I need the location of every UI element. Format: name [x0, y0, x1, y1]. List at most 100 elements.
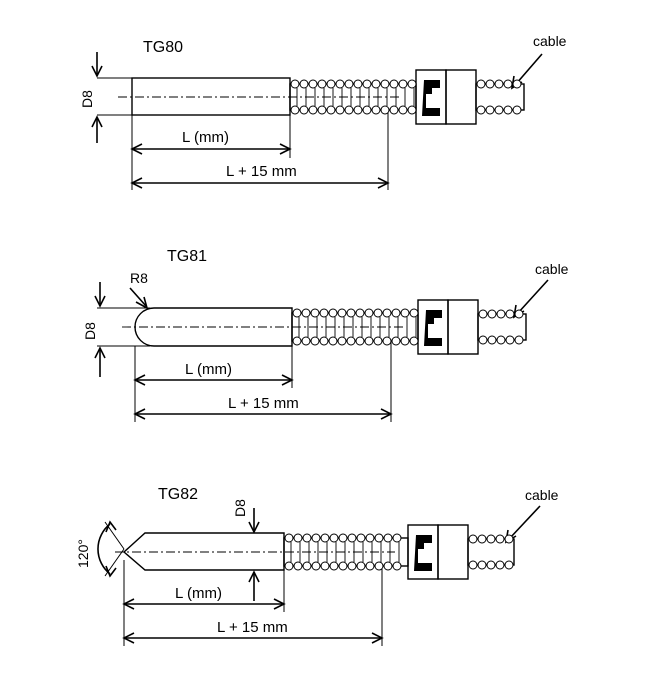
spring-coil [344, 105, 354, 115]
spring-coil [503, 105, 513, 115]
spring-coil [293, 561, 303, 571]
spring-coil [311, 533, 321, 543]
spring-coil [380, 79, 390, 89]
spring-coil [398, 79, 408, 89]
spring-coil [364, 308, 374, 318]
spring-coil [353, 105, 363, 115]
spring-coil [355, 308, 365, 318]
spring-coil [301, 308, 311, 318]
spring-coil [494, 105, 504, 115]
spring-coil [504, 560, 514, 570]
spring-coil [505, 309, 515, 319]
diameter-label: D8 [232, 499, 248, 517]
spring-coil [302, 561, 312, 571]
connector [415, 69, 525, 125]
spring-coil [487, 335, 497, 345]
spring-coil [485, 105, 495, 115]
spring-coil [383, 561, 393, 571]
spring-coil [362, 79, 372, 89]
diameter-dimension: D8 [79, 52, 132, 143]
spring-coil [344, 79, 354, 89]
spring-coil [337, 336, 347, 346]
spring-coil [326, 79, 336, 89]
clamp-icon [414, 535, 432, 571]
spring-coil [391, 308, 401, 318]
spring-coil [299, 79, 309, 89]
spring-coils [284, 79, 524, 571]
spring-coil [486, 534, 496, 544]
connector [417, 299, 527, 355]
spring-coil [290, 79, 300, 89]
total-length-label: L + 15 mm [226, 163, 297, 180]
spring-coil [486, 560, 496, 570]
knurled-nut [447, 299, 479, 355]
total-length-dimension: L + 15 mm [122, 566, 384, 646]
spring-coil [299, 105, 309, 115]
spring-coil [392, 533, 402, 543]
length-label: L (mm) [175, 585, 222, 602]
spring-coil [496, 335, 506, 345]
length-dimension: L (mm) [133, 346, 294, 422]
spring-coil [478, 335, 488, 345]
spring-coil [308, 79, 318, 89]
spring-coil [311, 561, 321, 571]
spring-coil [374, 533, 384, 543]
angle-label: 120° [75, 539, 91, 568]
spring-coil [485, 79, 495, 89]
sensor-tg82: TG82 D8 120° [75, 486, 559, 646]
spring-coil [284, 533, 294, 543]
spring-coil [380, 105, 390, 115]
spring-coil [328, 308, 338, 318]
spring-coil [328, 336, 338, 346]
probe-body [134, 307, 293, 347]
angle-dimension: 120° [75, 520, 125, 578]
total-length-dimension: L + 15 mm [133, 341, 393, 422]
spring-coil [503, 79, 513, 89]
spring-coil [496, 309, 506, 319]
spring-coil [365, 561, 375, 571]
spring-coil [335, 105, 345, 115]
spring-coil [356, 561, 366, 571]
spring-coil [373, 336, 383, 346]
diameter-label: D8 [82, 322, 98, 340]
spring-coil [514, 309, 524, 319]
spring-coil [365, 533, 375, 543]
spring-coil [389, 105, 399, 115]
spring-coil [364, 336, 374, 346]
spring-coil [495, 560, 505, 570]
model-label: TG81 [167, 248, 207, 265]
spring-coil [374, 561, 384, 571]
spring-coil [383, 533, 393, 543]
connector [407, 524, 515, 580]
spring-coil [320, 561, 330, 571]
total-length-label: L + 15 mm [228, 395, 299, 412]
model-label: TG80 [143, 39, 183, 56]
spring-coil [338, 533, 348, 543]
spring-coil [382, 308, 392, 318]
spring-coil [308, 105, 318, 115]
spring-coil [356, 533, 366, 543]
spring-coil [373, 308, 383, 318]
spring-coil [400, 336, 410, 346]
spring-coil [317, 79, 327, 89]
spring-coil [355, 336, 365, 346]
spring-coil [319, 336, 329, 346]
spring-coil [477, 560, 487, 570]
total-length-dimension: L + 15 mm [130, 110, 390, 190]
spring-coil [353, 79, 363, 89]
spring-coil [476, 79, 486, 89]
spring-coil [477, 534, 487, 544]
spring-coil [512, 79, 522, 89]
spring-coil [494, 79, 504, 89]
spring-coil [371, 105, 381, 115]
spring-coil [338, 561, 348, 571]
spring-coil [504, 534, 514, 544]
spring-coil [326, 105, 336, 115]
spring-coil [362, 105, 372, 115]
spring-coil [302, 533, 312, 543]
clamp-icon [424, 310, 442, 346]
spring-coil [347, 561, 357, 571]
spring-coil [468, 534, 478, 544]
spring-coil [293, 533, 303, 543]
